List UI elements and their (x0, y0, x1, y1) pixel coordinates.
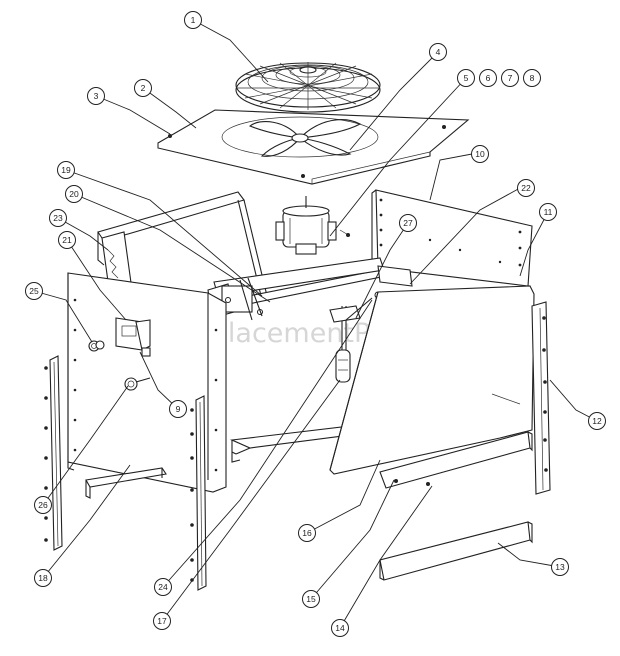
callout-20-label: 20 (69, 189, 79, 199)
callout-13-label: 13 (555, 562, 565, 572)
sensor-clip (141, 347, 151, 357)
callout-11: 11 (539, 203, 557, 221)
callout-10: 10 (471, 145, 489, 163)
callout-2: 2 (134, 79, 152, 97)
callout-25: 25 (25, 282, 43, 300)
front-right-panel (329, 285, 535, 475)
callout-19-label: 19 (61, 165, 71, 175)
callout-14: 14 (331, 619, 349, 637)
callout-1-label: 1 (191, 15, 196, 25)
callout-17: 17 (153, 612, 171, 630)
fan-motor (275, 196, 351, 255)
callout-18-label: 18 (38, 573, 48, 583)
callout-24-label: 24 (158, 582, 168, 592)
callout-3: 3 (87, 87, 105, 105)
grommet (88, 340, 105, 352)
base-bracket (85, 467, 167, 499)
leader-lines (33, 19, 598, 629)
front-bottom-rail (379, 431, 533, 489)
callout-18: 18 (34, 569, 52, 587)
callout-4: 4 (429, 43, 447, 61)
callout-14-label: 14 (335, 623, 345, 633)
callout-8-label: 8 (530, 73, 535, 83)
callout-22-label: 22 (521, 183, 531, 193)
callout-16-label: 16 (302, 528, 312, 538)
callout-6: 6 (479, 69, 497, 87)
corner-post-right (531, 301, 551, 495)
callout-2-label: 2 (141, 83, 146, 93)
callout-5-label: 5 (464, 73, 469, 83)
callout-7: 7 (501, 69, 519, 87)
callout-24: 24 (154, 578, 172, 596)
callout-12-label: 12 (592, 416, 602, 426)
callout-11-label: 11 (544, 207, 553, 217)
control-box (115, 317, 151, 351)
callout-25-label: 25 (29, 286, 39, 296)
callout-4-label: 4 (436, 47, 441, 57)
callout-22: 22 (517, 179, 535, 197)
callout-27: 27 (399, 214, 417, 232)
fan-blade (248, 119, 362, 157)
fan-guard (235, 62, 381, 113)
callout-26-label: 26 (38, 500, 48, 510)
callout-20: 20 (65, 185, 83, 203)
callout-19: 19 (57, 161, 75, 179)
callout-13: 13 (551, 558, 569, 576)
callout-21: 21 (58, 231, 76, 249)
callout-1: 1 (184, 11, 202, 29)
callout-9: 9 (169, 400, 187, 418)
callout-6-label: 6 (486, 73, 491, 83)
callout-21-label: 21 (62, 235, 72, 245)
callout-15: 15 (302, 590, 320, 608)
corner-post-left (44, 355, 63, 551)
left-end-panel (67, 272, 227, 493)
callout-17-label: 17 (157, 616, 167, 626)
callout-27-label: 27 (403, 218, 413, 228)
callout-16: 16 (298, 524, 316, 542)
fitting (124, 377, 151, 391)
callout-10-label: 10 (475, 149, 485, 159)
callout-9-label: 9 (176, 404, 181, 414)
callout-12: 12 (588, 412, 606, 430)
callout-23: 23 (49, 209, 67, 227)
callout-3-label: 3 (94, 91, 99, 101)
base-front-rail (379, 521, 533, 581)
callout-26: 26 (34, 496, 52, 514)
callout-15-label: 15 (306, 594, 316, 604)
callout-7-label: 7 (508, 73, 513, 83)
callout-8: 8 (523, 69, 541, 87)
callout-23-label: 23 (53, 213, 63, 223)
callout-5: 5 (457, 69, 475, 87)
